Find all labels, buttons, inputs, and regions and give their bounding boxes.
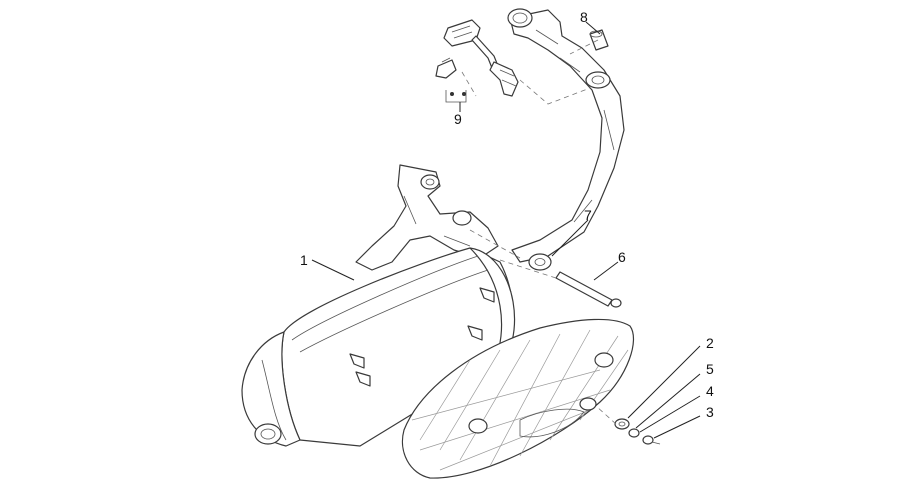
callout-4: 4 [706,383,714,399]
leader-lines [311,21,701,439]
long-bolt [555,271,622,308]
assembly-lines [461,39,617,425]
callout-5: 5 [706,361,714,377]
callout-2: 2 [706,335,714,351]
callout-9: 9 [454,111,462,127]
exhaust-pipe [507,8,625,271]
heat-shield [401,318,635,479]
callout-3: 3 [706,404,714,420]
callout-8: 8 [580,9,588,25]
hardware-washer [628,428,640,438]
lambda-sensor-kit [435,19,519,103]
muffler [241,247,516,447]
callout-7: 7 [584,207,592,223]
hardware-screw [642,435,661,445]
callout-1: 1 [300,252,308,268]
callout-6: 6 [618,249,626,265]
muffler-hanger-bracket [355,164,499,271]
callout-labels: 1 2 3 4 5 6 7 8 9 [300,9,714,420]
stud [589,29,609,51]
hardware-nut [614,418,630,430]
